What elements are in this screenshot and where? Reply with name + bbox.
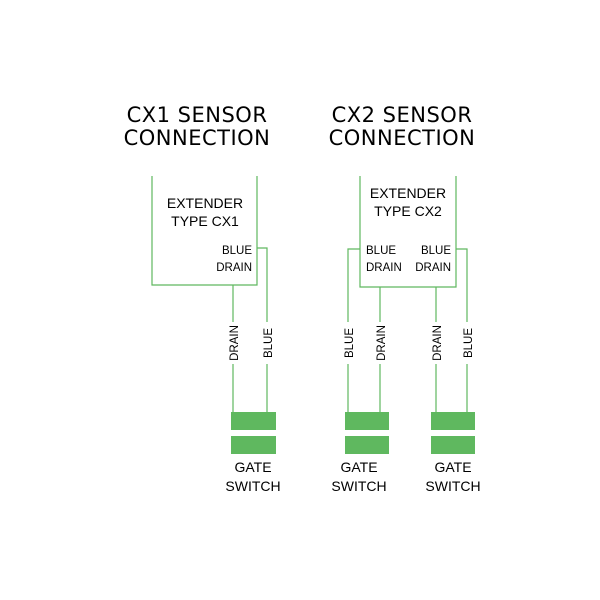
- cx2-left-gate-switch-top-block: [345, 412, 389, 430]
- cx1-title-line2: CONNECTION: [124, 126, 271, 150]
- cx2-right-blue-wire-top: [456, 248, 468, 322]
- cx1-extender-box: [151, 176, 258, 286]
- cx2-terminal-blue-left: BLUE: [366, 245, 396, 257]
- cx2-left-gate-switch-bottom-block: [345, 436, 389, 454]
- cx2-right-drain-wire-label: DRAIN: [432, 325, 444, 361]
- cx1-title-line1: CX1 SENSOR: [127, 103, 268, 127]
- cx2-right-gate-switch-bottom-block: [431, 436, 475, 454]
- cx2-extender-label-line2: TYPE CX2: [374, 203, 442, 219]
- cx1-terminal-drain: DRAIN: [216, 262, 252, 274]
- cx2-right-gate-switch-label-line1: GATE: [434, 459, 471, 475]
- cx2-left-blue-wire-top: [347, 248, 360, 322]
- cx1-blue-wire-label: BLUE: [263, 328, 275, 358]
- cx2-left-drain-wire-label: DRAIN: [376, 325, 388, 361]
- cx2-right-gate-switch-label-line2: SWITCH: [425, 478, 480, 494]
- cx2-title-line1: CX2 SENSOR: [332, 103, 473, 127]
- cx1-extender-label-line2: TYPE CX1: [171, 213, 239, 229]
- cx2-terminal-drain-right: DRAIN: [415, 262, 451, 274]
- cx2-extender-label-line1: EXTENDER: [370, 185, 446, 201]
- cx2-right-blue-wire-label: BLUE: [463, 328, 475, 358]
- cx1-drain-wire-label: DRAIN: [229, 325, 241, 361]
- cx1-terminal-blue: BLUE: [222, 245, 252, 257]
- cx2-left-gate-switch-label-line2: SWITCH: [331, 478, 386, 494]
- cx2-terminal-drain-left: DRAIN: [366, 262, 402, 274]
- cx1-gate-switch-top-block: [231, 412, 276, 430]
- cx2-left-blue-wire-label: BLUE: [344, 328, 356, 358]
- cx2-extender-box: [359, 176, 457, 288]
- cx2-right-gate-switch-top-block: [431, 412, 475, 430]
- cx2-terminal-blue-right: BLUE: [421, 245, 451, 257]
- cx1-gate-switch-label-line1: GATE: [234, 459, 271, 475]
- cx1-gate-switch-label-line2: SWITCH: [225, 478, 280, 494]
- cx1-extender-label-line1: EXTENDER: [167, 195, 243, 211]
- cx1-blue-wire-top: [257, 247, 268, 322]
- cx2-title-line2: CONNECTION: [329, 126, 476, 150]
- cx2-left-gate-switch-label-line1: GATE: [340, 459, 377, 475]
- cx1-gate-switch-bottom-block: [231, 436, 276, 454]
